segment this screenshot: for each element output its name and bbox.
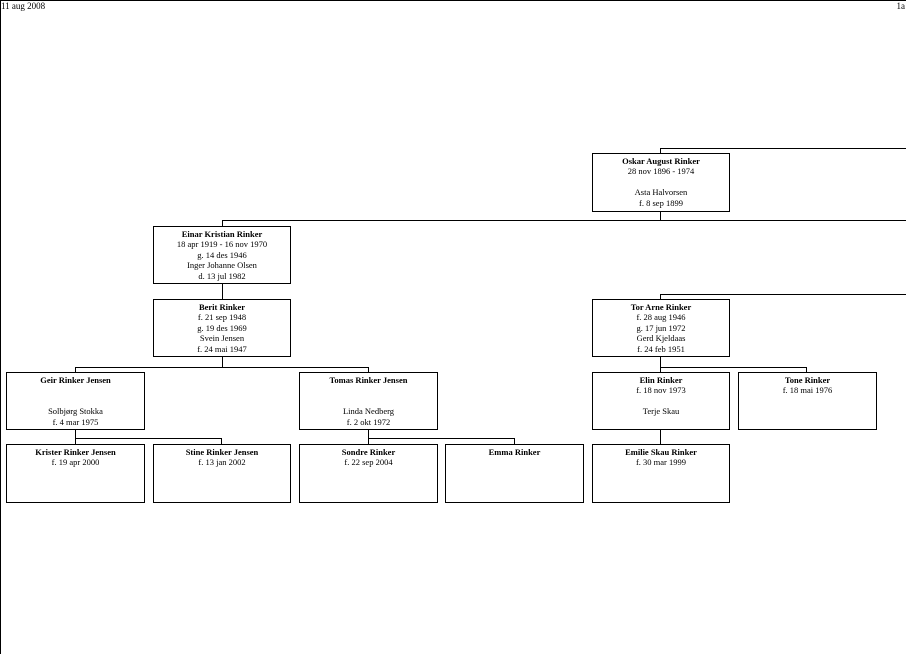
person-box-oskar[interactable]: Oskar August Rinker 28 nov 1896 - 1974 A… bbox=[592, 153, 730, 212]
connector bbox=[75, 429, 76, 438]
person-box-tor[interactable]: Tor Arne Rinker f. 28 aug 1946 g. 17 jun… bbox=[592, 299, 730, 357]
page-number: 1a bbox=[896, 1, 906, 11]
connector bbox=[222, 356, 223, 367]
person-name: Geir Rinker Jensen bbox=[40, 375, 111, 385]
person-box-einar[interactable]: Einar Kristian Rinker 18 apr 1919 - 16 n… bbox=[153, 226, 291, 284]
spouse-name: Svein Jensen bbox=[199, 333, 245, 344]
connector bbox=[75, 367, 76, 373]
person-box-krister[interactable]: Krister Rinker Jensen f. 19 apr 2000 bbox=[6, 444, 145, 503]
connector bbox=[660, 148, 661, 154]
person-name: Oskar August Rinker bbox=[622, 156, 700, 166]
spacer bbox=[593, 396, 729, 406]
connector bbox=[660, 429, 661, 444]
person-box-tomas[interactable]: Tomas Rinker Jensen Linda Nedberg f. 2 o… bbox=[299, 372, 438, 430]
connector bbox=[75, 438, 76, 444]
spouse-dates: d. 13 jul 1982 bbox=[198, 270, 246, 281]
connector bbox=[660, 294, 906, 295]
person-box-berit[interactable]: Berit Rinker f. 21 sep 1948 g. 19 des 19… bbox=[153, 299, 291, 357]
spouse-dates: f. 24 mai 1947 bbox=[197, 343, 247, 354]
birth-date: f. 21 sep 1948 bbox=[197, 312, 247, 323]
life-dates: 18 apr 1919 - 16 nov 1970 bbox=[176, 239, 268, 250]
birth-date: f. 30 mar 1999 bbox=[635, 457, 687, 468]
connector bbox=[660, 294, 661, 300]
person-name: Elin Rinker bbox=[639, 375, 683, 385]
connector bbox=[368, 438, 369, 444]
life-dates: 28 nov 1896 - 1974 bbox=[627, 166, 695, 177]
spouse-name: Gerd Kjeldaas bbox=[636, 333, 686, 344]
birth-date: f. 18 mai 1976 bbox=[782, 385, 833, 396]
connector bbox=[222, 220, 906, 221]
connector bbox=[222, 220, 223, 227]
spouse-dates: f. 8 sep 1899 bbox=[639, 197, 683, 208]
connector bbox=[222, 283, 223, 300]
person-name: Emma Rinker bbox=[488, 447, 541, 457]
spacer bbox=[7, 385, 144, 395]
left-border bbox=[0, 0, 1, 654]
person-box-sondre[interactable]: Sondre Rinker f. 22 sep 2004 bbox=[299, 444, 438, 503]
person-name: Tone Rinker bbox=[784, 375, 831, 385]
connector bbox=[660, 356, 661, 367]
person-name: Berit Rinker bbox=[198, 302, 246, 312]
birth-date: f. 18 nov 1973 bbox=[636, 385, 686, 396]
birth-date: f. 28 aug 1946 bbox=[636, 312, 686, 323]
spacer bbox=[7, 396, 144, 406]
spouse-name: Asta Halvorsen bbox=[634, 187, 688, 198]
person-name: Tomas Rinker Jensen bbox=[329, 375, 408, 385]
person-box-emilie[interactable]: Emilie Skau Rinker f. 30 mar 1999 bbox=[592, 444, 730, 503]
connector bbox=[221, 438, 222, 444]
spouse-dates: f. 2 okt 1972 bbox=[346, 416, 391, 427]
person-name: Sondre Rinker bbox=[341, 447, 396, 457]
connector bbox=[368, 438, 515, 439]
person-name: Tor Arne Rinker bbox=[630, 302, 692, 312]
spouse-name: Solbjørg Stokka bbox=[48, 406, 103, 417]
print-date: 11 aug 2008 bbox=[1, 1, 46, 11]
connector bbox=[660, 367, 807, 368]
spouse-name: Inger Johanne Olsen bbox=[187, 260, 257, 271]
person-name: Stine Rinker Jensen bbox=[185, 447, 259, 457]
marriage-date: g. 17 jun 1972 bbox=[636, 322, 686, 333]
connector bbox=[660, 367, 661, 373]
spouse-dates: f. 24 feb 1951 bbox=[637, 343, 685, 354]
connector bbox=[368, 429, 369, 438]
person-name: Krister Rinker Jensen bbox=[35, 447, 116, 457]
spacer bbox=[300, 385, 437, 395]
person-box-tone[interactable]: Tone Rinker f. 18 mai 1976 bbox=[738, 372, 877, 430]
marriage-date: g. 14 des 1946 bbox=[197, 249, 247, 260]
connector bbox=[514, 438, 515, 444]
birth-date: f. 13 jan 2002 bbox=[198, 457, 246, 468]
birth-date: f. 22 sep 2004 bbox=[344, 457, 393, 468]
connector bbox=[75, 438, 222, 439]
spouse-name: Linda Nedberg bbox=[342, 406, 395, 417]
person-box-stine[interactable]: Stine Rinker Jensen f. 13 jan 2002 bbox=[153, 444, 291, 503]
connector bbox=[660, 211, 661, 221]
marriage-date: g. 19 des 1969 bbox=[197, 322, 247, 333]
connector bbox=[806, 367, 807, 373]
person-box-emma[interactable]: Emma Rinker bbox=[445, 444, 584, 503]
person-box-geir[interactable]: Geir Rinker Jensen Solbjørg Stokka f. 4 … bbox=[6, 372, 145, 430]
spouse-dates: f. 4 mar 1975 bbox=[52, 416, 99, 427]
spouse-name: Terje Skau bbox=[642, 406, 680, 417]
connector bbox=[75, 367, 369, 368]
spacer bbox=[593, 177, 729, 187]
connector bbox=[368, 367, 369, 373]
person-box-elin[interactable]: Elin Rinker f. 18 nov 1973 Terje Skau bbox=[592, 372, 730, 430]
spacer bbox=[300, 396, 437, 406]
top-border bbox=[0, 0, 906, 1]
birth-date: f. 19 apr 2000 bbox=[51, 457, 100, 468]
connector bbox=[660, 148, 906, 149]
person-name: Emilie Skau Rinker bbox=[625, 447, 697, 457]
person-name: Einar Kristian Rinker bbox=[181, 229, 263, 239]
